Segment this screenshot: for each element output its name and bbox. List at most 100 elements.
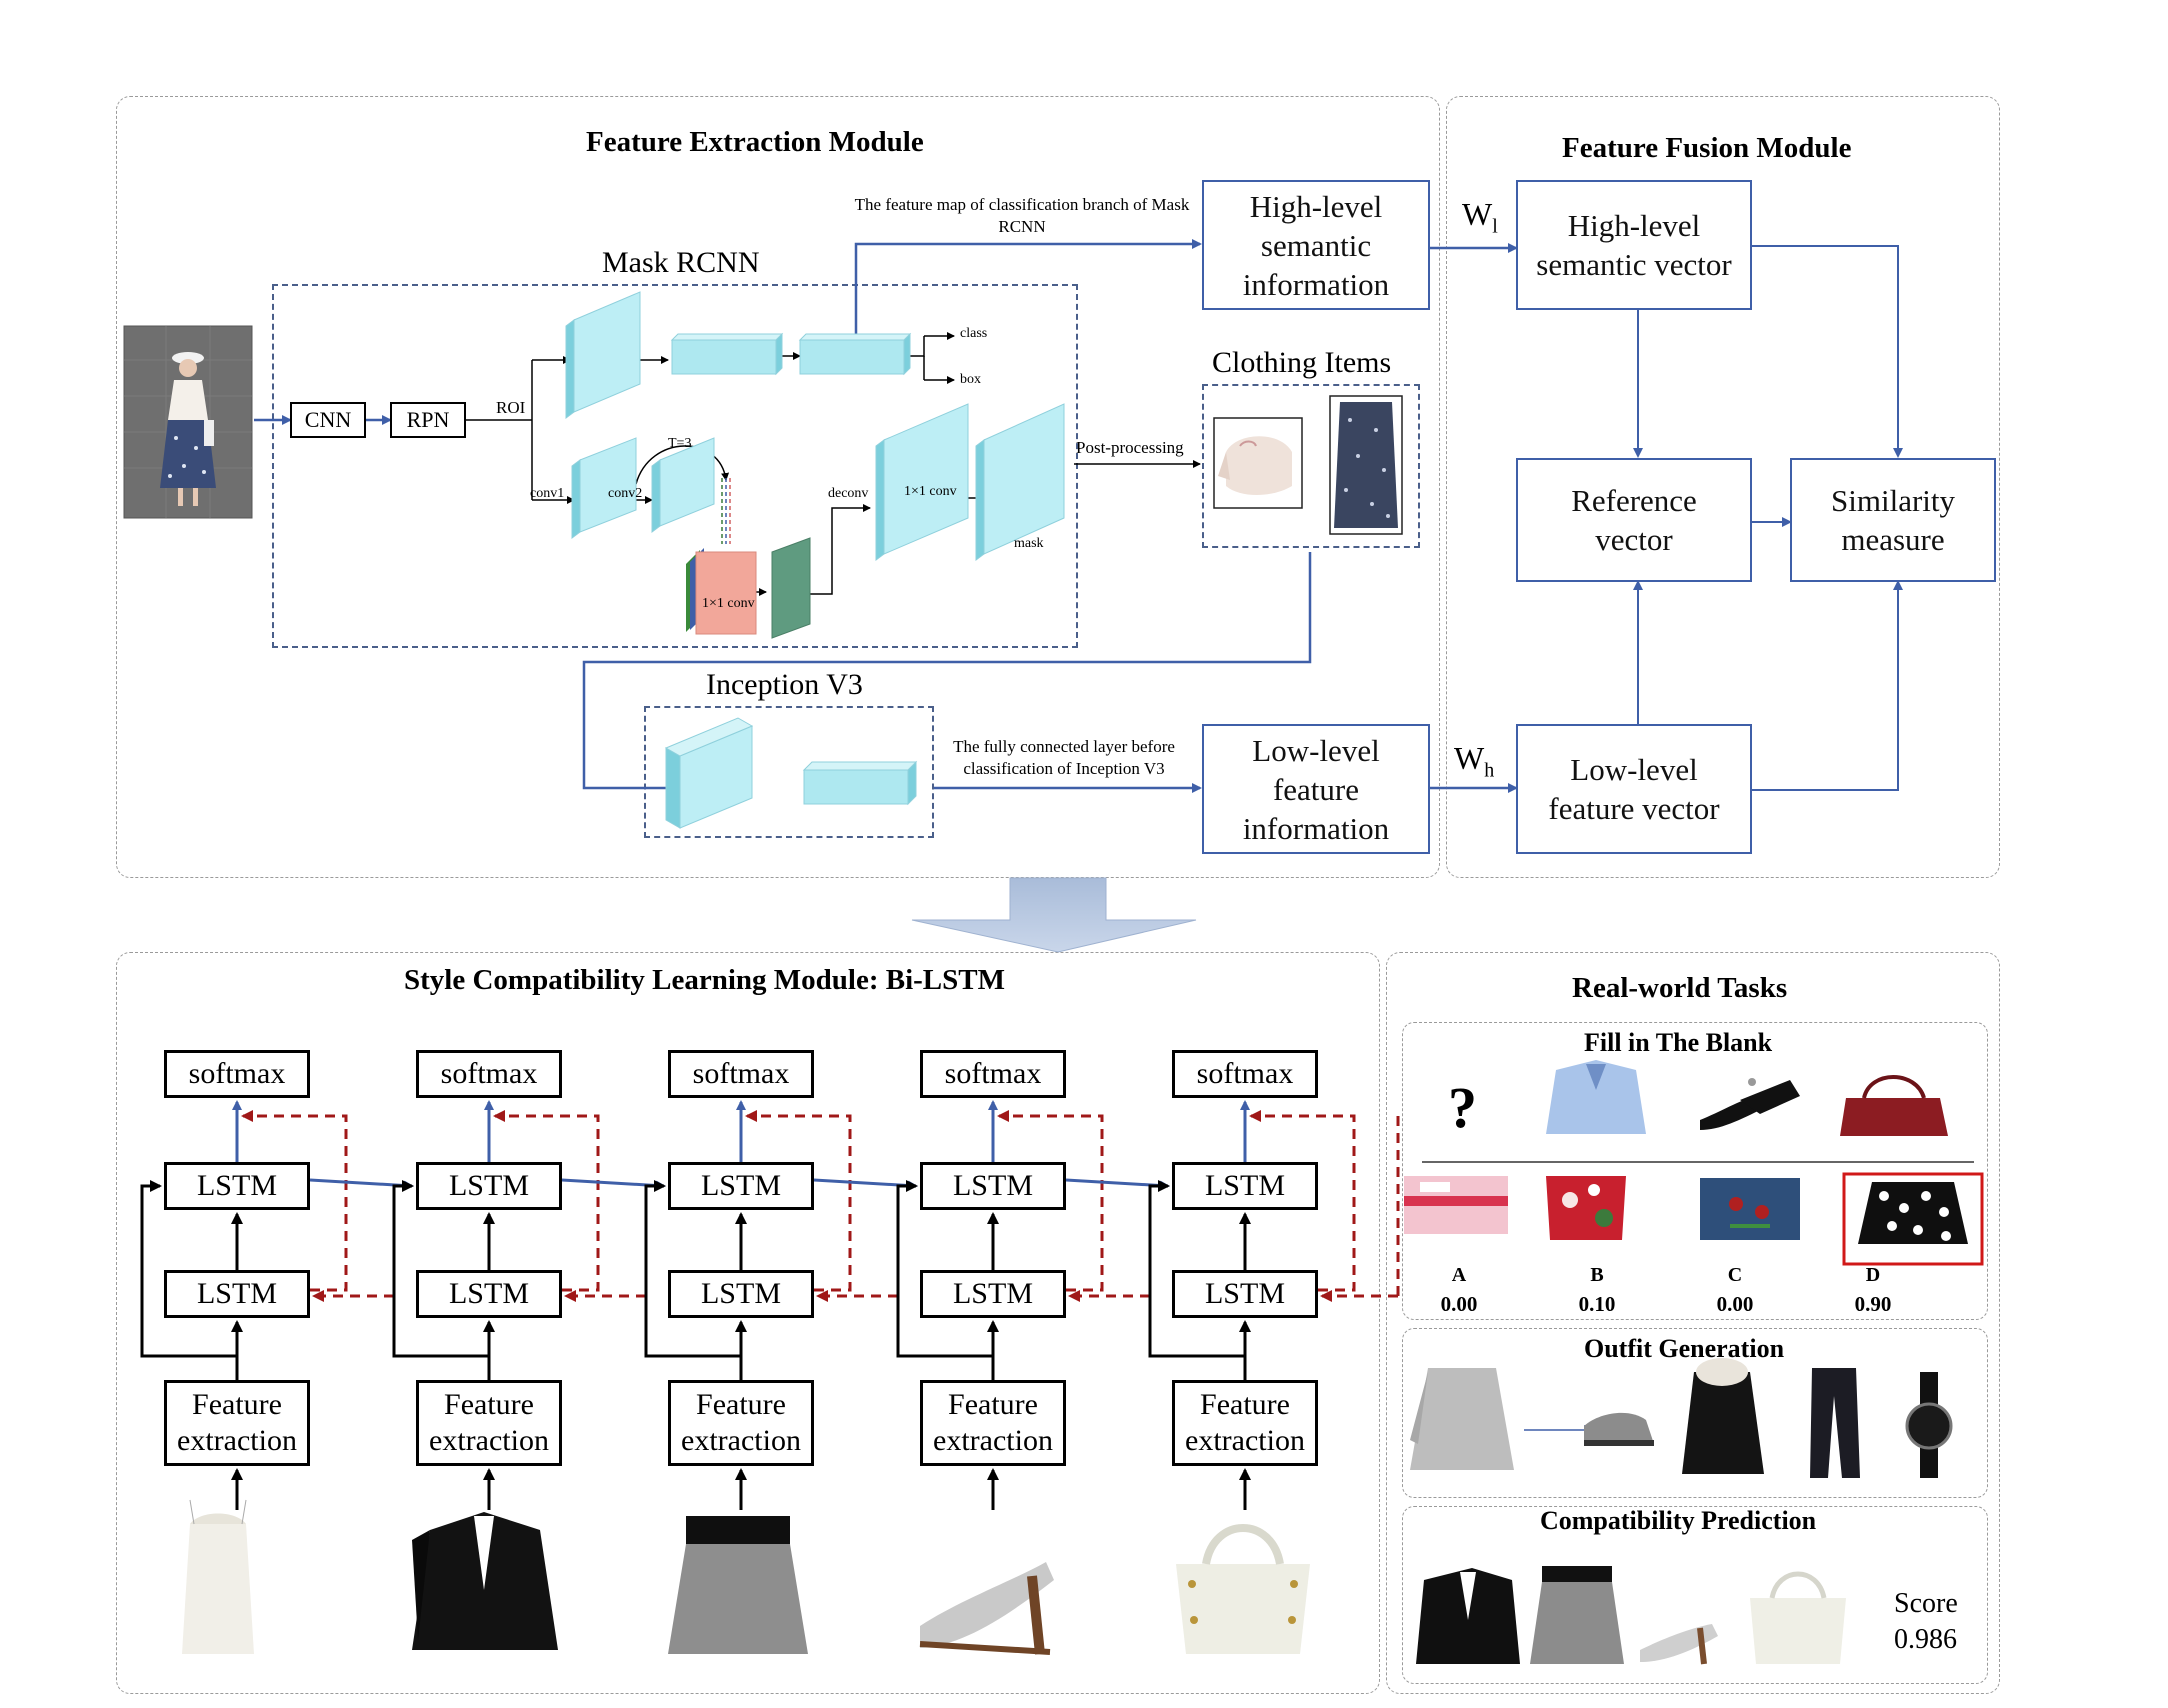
extraction-arrows [254,239,1518,793]
fitb-heels-image [1700,1078,1800,1130]
fitb-answer-letter-3: C [1727,1264,1743,1286]
mask-branch-stack [686,537,811,639]
lstm-backward-box-4: LSTM [920,1270,1066,1318]
lstm-backward-box-3: LSTM [668,1270,814,1318]
outfit-gen-subpanel [1402,1328,1988,1498]
inception-box [644,706,934,838]
reference-vector-box: Reference vector [1516,458,1752,582]
wh-label: Wh [1454,740,1495,782]
high-level-info-box: High-level semantic information [1202,180,1430,310]
fitb-answer-letter-4: D [1865,1264,1881,1286]
lstm-forward-box-1: LSTM [164,1162,310,1210]
clothing-items-label: Clothing Items [1212,346,1392,379]
similarity-measure-box: Similarity measure [1790,458,1996,582]
note-top: The feature map of classification branch… [854,195,1190,236]
softmax-box-1: softmax [164,1050,310,1098]
feature-extraction-box-2: Feature extraction [416,1380,562,1466]
softmax-box-3: softmax [668,1050,814,1098]
feature-extraction-box-1: Feature extraction [164,1380,310,1466]
feature-fusion-title: Feature Fusion Module [1562,132,1852,164]
outfit-parka-image [1682,1358,1764,1474]
conv1x1-b-label: 1×1 conv [904,484,957,499]
compat-sandal-image [1640,1624,1718,1665]
real-world-panel [1386,952,2000,1694]
lstm-forward-box-5: LSTM [1172,1162,1318,1210]
clothing-skirt-image [1329,395,1403,535]
outfit-jeans-image [1810,1368,1860,1478]
bilstm-item-2-image [412,1512,558,1650]
conv1-label: conv1 [530,486,565,501]
feature-extraction-box-4: Feature extraction [920,1380,1066,1466]
mask-label: mask [1014,536,1044,551]
outfit-watch-image [1905,1372,1953,1478]
softmax-box-5: softmax [1172,1050,1318,1098]
style-learning-title: Style Compatibility Learning Module: Bi-… [404,964,1005,996]
note-bottom: The fully connected layer before classif… [953,737,1175,778]
inception-blocks [664,717,918,829]
conv2-to-stack [721,478,731,544]
feature-fusion-panel [1446,96,2000,878]
score-value: 0.986 [1894,1624,1957,1655]
roi-label: ROI [496,398,526,417]
softmax-box-2: softmax [416,1050,562,1098]
mask-rcnn-box [272,284,1078,648]
outfit-sneaker-image [1584,1412,1654,1446]
class-label: class [960,326,988,341]
compat-subpanel [1402,1506,1988,1684]
fitb-answer-score-1: 0.00 [1440,1292,1478,1316]
feature-extraction-box-5: Feature extraction [1172,1380,1318,1466]
input-person-photo [123,325,253,519]
outfit-sweater-image [1410,1368,1514,1470]
softmax-box-4: softmax [920,1050,1066,1098]
inception-label: Inception V3 [706,668,863,701]
bilstm-item-3-image [668,1516,808,1654]
bilstm-item-4-image [919,1562,1054,1655]
conv2-label: conv2 [608,486,643,501]
lstm-backward-box-5: LSTM [1172,1270,1318,1318]
bilstm-item-1-image [182,1499,254,1654]
high-level-vector-box: High-level semantic vector [1516,180,1752,310]
compat-blazer-image [1416,1568,1520,1664]
fitb-answer-letter-2: B [1590,1264,1604,1286]
style-learning-panel [116,952,1380,1694]
t3-label: T=3 [668,436,692,451]
low-level-info-box: Low-level feature information [1202,724,1430,854]
compat-title: Compatibility Prediction [1540,1506,1817,1535]
fusion-arrows [1633,245,1903,791]
clothing-items-box [1202,384,1420,548]
outfit-gen-title: Outfit Generation [1584,1334,1785,1363]
lstm-backward-box-2: LSTM [416,1270,562,1318]
conv1x1-a-label: 1×1 conv [702,596,755,611]
mask-rcnn-label: Mask RCNN [602,246,760,279]
fitb-option-a-image [1404,1176,1508,1234]
low-level-vector-box: Low-level feature vector [1516,724,1752,854]
fitb-blazer-image [1546,1060,1646,1134]
feature-extraction-box-3: Feature extraction [668,1380,814,1466]
feature-extraction-title: Feature Extraction Module [586,126,924,158]
fitb-option-b-image [1546,1176,1626,1240]
fitb-option-c-image [1700,1178,1800,1240]
lstm-forward-box-3: LSTM [668,1162,814,1210]
fitb-answer-score-4: 0.90 [1854,1292,1892,1316]
lstm-backward-box-1: LSTM [164,1270,310,1318]
wl-label: Wl [1462,196,1498,238]
post-processing-label: Post-processing [1076,438,1184,457]
lstm-forward-box-4: LSTM [920,1162,1066,1210]
bilstm-item-5-image [1176,1524,1310,1654]
box-label: box [960,372,981,387]
score-label: Score [1894,1588,1958,1619]
lstm-forward-box-2: LSTM [416,1162,562,1210]
deconv-label: deconv [828,486,869,501]
big-down-arrow [911,877,1197,953]
fitb-answer-score-3: 0.00 [1716,1292,1754,1316]
fitb-title: Fill in The Blank [1584,1028,1773,1057]
mask-rcnn-blocks [565,291,1065,561]
rpn-box: RPN [390,402,466,438]
real-world-title: Real-world Tasks [1572,972,1788,1004]
question-mark: ? [1448,1075,1477,1140]
fitb-handbag-image [1840,1075,1948,1136]
compat-skirt-image [1530,1566,1624,1664]
